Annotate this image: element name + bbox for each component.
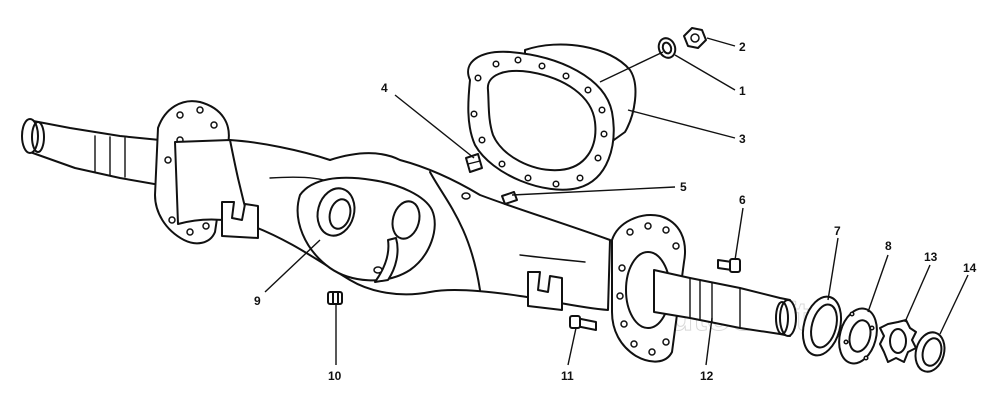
vent-tube — [501, 191, 518, 205]
callout-1: 1 — [739, 84, 746, 98]
callout-9: 9 — [254, 294, 261, 308]
bearing-retainer — [838, 307, 878, 365]
right-flange — [611, 214, 686, 363]
leader-lines — [264, 37, 969, 366]
bolt-11 — [569, 315, 597, 331]
callout-2: 2 — [739, 40, 746, 54]
lock-washer — [879, 319, 917, 363]
callout-10: 10 — [328, 369, 342, 383]
callout-6: 6 — [739, 193, 746, 207]
breather-fitting — [465, 153, 483, 173]
seal-ring — [801, 295, 843, 357]
callout-7: 7 — [834, 224, 841, 238]
callout-13: 13 — [924, 250, 938, 264]
spindle-nut — [914, 331, 946, 373]
differential-cover — [467, 43, 637, 191]
axle-housing — [174, 139, 611, 311]
callout-12: 12 — [700, 369, 714, 383]
callout-labels: 2 1 3 4 5 6 7 8 13 14 9 10 11 12 — [254, 40, 977, 383]
right-axle-spindle — [653, 269, 797, 337]
callout-3: 3 — [739, 132, 746, 146]
callout-14: 14 — [963, 261, 977, 275]
callout-11: 11 — [561, 369, 574, 383]
bolt-6 — [717, 258, 741, 273]
callout-8: 8 — [885, 239, 892, 253]
callout-5: 5 — [680, 180, 687, 194]
callout-4: 4 — [381, 81, 388, 95]
washer-and-nut — [657, 27, 707, 59]
left-axle-shaft — [21, 118, 161, 186]
bolt-10 — [327, 291, 343, 305]
